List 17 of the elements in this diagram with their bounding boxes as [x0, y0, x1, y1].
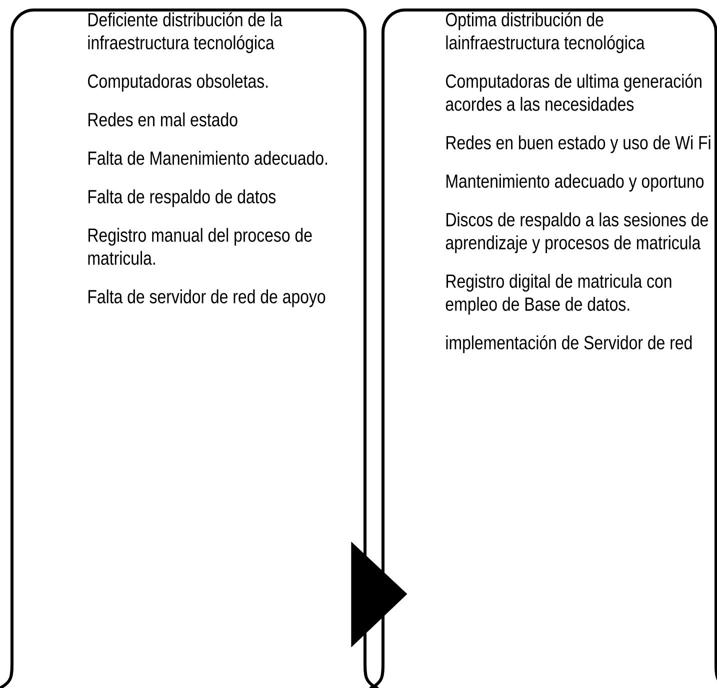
panel-box [0, 8, 378, 688]
list-item: Registro manual del proceso de matricula. [88, 228, 312, 265]
list-item: Redes en buen estado y uso de Wi Fi [446, 135, 710, 154]
list-item: Falta de respaldo de datos [88, 189, 276, 208]
list-item: Redes en mal estado [88, 112, 238, 126]
list-item: Mantenimiento adecuado y oportuno [446, 174, 704, 192]
arrow [351, 542, 408, 648]
list-item: Registro digital de matricula con empleo de Base de datos. [446, 274, 672, 315]
list-item: Falta de servidor de red de apoyo [88, 289, 326, 308]
list-item: Computadoras obsoletas. [88, 74, 268, 92]
list-item: Deficiente distribución de la infraestructura tecnológica [88, 12, 282, 54]
list-item: Computadoras de ultima generación acordes a las necesidades [446, 74, 702, 111]
list-item: Falta de Manenimiento adecuado. [88, 150, 328, 165]
list-item: Discos de respaldo a las sesiones de aprendizaje y procesos de matricula [446, 212, 708, 254]
list-item: implementación de Servidor de red [446, 335, 692, 354]
list-item: Optima distribución de lainfraestructura tecnológica [446, 12, 645, 54]
panel-box [370, 8, 717, 688]
